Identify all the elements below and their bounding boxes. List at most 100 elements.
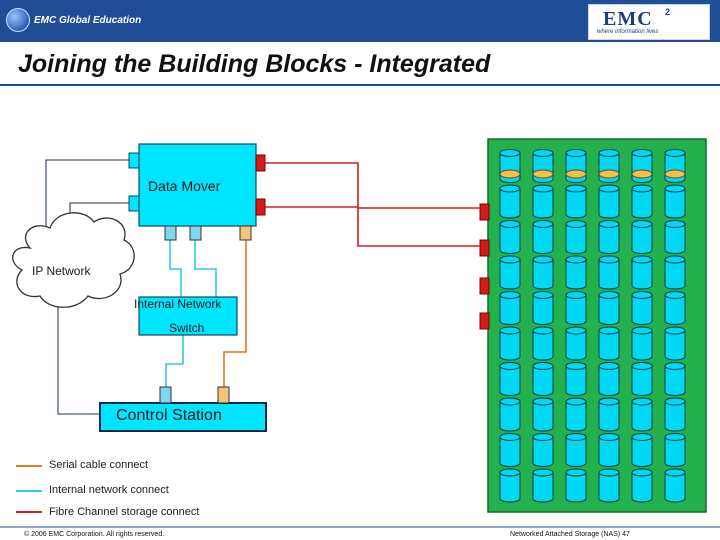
control-station-label: Control Station xyxy=(116,407,222,424)
slide-title: Joining the Building Blocks - Integrated xyxy=(18,50,491,78)
disk-drive xyxy=(499,149,521,183)
disk-drive xyxy=(532,184,554,219)
disk-drive xyxy=(631,255,653,290)
legend-label-fibre: Fibre Channel storage connect xyxy=(49,506,200,518)
storage-port-1 xyxy=(479,203,490,221)
emc-logo-text: EMC xyxy=(603,8,653,30)
disk-drive xyxy=(532,326,554,361)
data-mover-internal-port-2 xyxy=(189,225,202,241)
disk-drive xyxy=(499,255,521,290)
data-mover-ip-port-1 xyxy=(128,152,140,169)
legend-label-serial: Serial cable connect xyxy=(49,459,149,471)
storage-port-4 xyxy=(479,312,490,330)
disk-drive xyxy=(499,397,521,432)
disk-drive xyxy=(598,362,620,396)
disk-drive xyxy=(499,220,521,254)
disk-drive xyxy=(598,291,620,325)
disk-drive xyxy=(565,397,587,432)
disk-drive xyxy=(565,433,587,467)
disk-drive xyxy=(499,433,521,467)
emc-tagline: where information lives xyxy=(597,29,659,35)
data-mover-ip-port-2 xyxy=(128,195,140,212)
disk-drive xyxy=(532,433,554,467)
disk-drive xyxy=(598,184,620,219)
data-mover-box xyxy=(138,143,257,227)
disk-drive xyxy=(664,149,686,183)
disk-drive xyxy=(565,291,587,325)
disk-drive xyxy=(664,433,686,467)
disk-drive xyxy=(664,291,686,325)
storage-port-3 xyxy=(479,277,490,295)
disk-drive xyxy=(598,468,620,503)
data-mover-label: Data Mover xyxy=(148,178,221,194)
disk-drive xyxy=(499,184,521,219)
disk-drive xyxy=(631,291,653,325)
ip-link-3 xyxy=(57,305,100,415)
emc-global-education-logo: EMC Global Education xyxy=(6,6,141,34)
disk-drive xyxy=(598,433,620,467)
disk-drive xyxy=(565,362,587,396)
legend-label-internal: Internal network connect xyxy=(49,484,169,496)
globe-icon xyxy=(6,8,30,32)
fibre-line-1 xyxy=(262,162,480,209)
internal-link-3 xyxy=(165,334,184,387)
disk-drive xyxy=(598,255,620,290)
disk-drive xyxy=(664,397,686,432)
internal-link-2 xyxy=(194,239,217,298)
footer-course-title: Networked Attached Storage (NAS) xyxy=(510,531,621,538)
data-mover-fc-port-1 xyxy=(255,154,266,172)
disk-grid xyxy=(499,149,686,503)
internal-network-switch-label-line1: Internal Network xyxy=(134,297,222,311)
data-mover-serial-port xyxy=(239,225,252,241)
data-mover-fc-port-2 xyxy=(255,198,266,216)
disk-drive xyxy=(664,255,686,290)
internal-network-switch-box xyxy=(138,296,238,336)
disk-drive xyxy=(565,326,587,361)
disk-drive xyxy=(631,220,653,254)
footer-copyright: © 2006 EMC Corporation. All rights reser… xyxy=(24,531,165,538)
ip-network-cloud xyxy=(12,212,135,308)
storage-port-2 xyxy=(479,239,490,257)
disk-drive xyxy=(532,149,554,183)
brand-left-text: EMC Global Education xyxy=(34,14,142,26)
disk-drive xyxy=(499,362,521,396)
disk-drive xyxy=(664,468,686,503)
ip-link-1 xyxy=(45,159,134,235)
disk-drive xyxy=(565,184,587,219)
footer-page-number: 47 xyxy=(622,531,630,538)
control-station-internal-port xyxy=(159,386,172,404)
emc-logo-superscript: 2 xyxy=(665,7,671,17)
disk-drive xyxy=(664,326,686,361)
header-banner: EMC Global Education EMC 2 where informa… xyxy=(0,0,720,42)
disk-drive xyxy=(565,220,587,254)
footer-course: Networked Attached Storage (NAS) 47 xyxy=(510,531,630,538)
disk-drive xyxy=(598,220,620,254)
disk-drive xyxy=(565,468,587,503)
disk-drive xyxy=(631,468,653,503)
disk-drive xyxy=(598,149,620,183)
disk-drive xyxy=(532,291,554,325)
disk-drive xyxy=(664,184,686,219)
disk-drive xyxy=(631,184,653,219)
serial-cable xyxy=(223,239,247,387)
data-mover-internal-port-1 xyxy=(164,225,177,241)
disk-drive xyxy=(631,433,653,467)
disk-drive xyxy=(532,220,554,254)
disk-drive xyxy=(532,362,554,396)
disk-drive xyxy=(598,397,620,432)
disk-drive xyxy=(631,362,653,396)
disk-drive xyxy=(532,468,554,503)
disk-drive xyxy=(532,255,554,290)
disk-drive xyxy=(664,362,686,396)
disk-drive xyxy=(631,397,653,432)
control-station-box xyxy=(99,402,267,432)
internal-network-switch-label-line2: Switch xyxy=(169,321,205,335)
disk-drive xyxy=(565,255,587,290)
disk-drive xyxy=(499,326,521,361)
disk-drive xyxy=(565,149,587,183)
emc-logo: EMC 2 where information lives xyxy=(588,4,710,40)
disk-drive xyxy=(631,149,653,183)
disk-drive xyxy=(499,291,521,325)
disk-drive xyxy=(598,326,620,361)
